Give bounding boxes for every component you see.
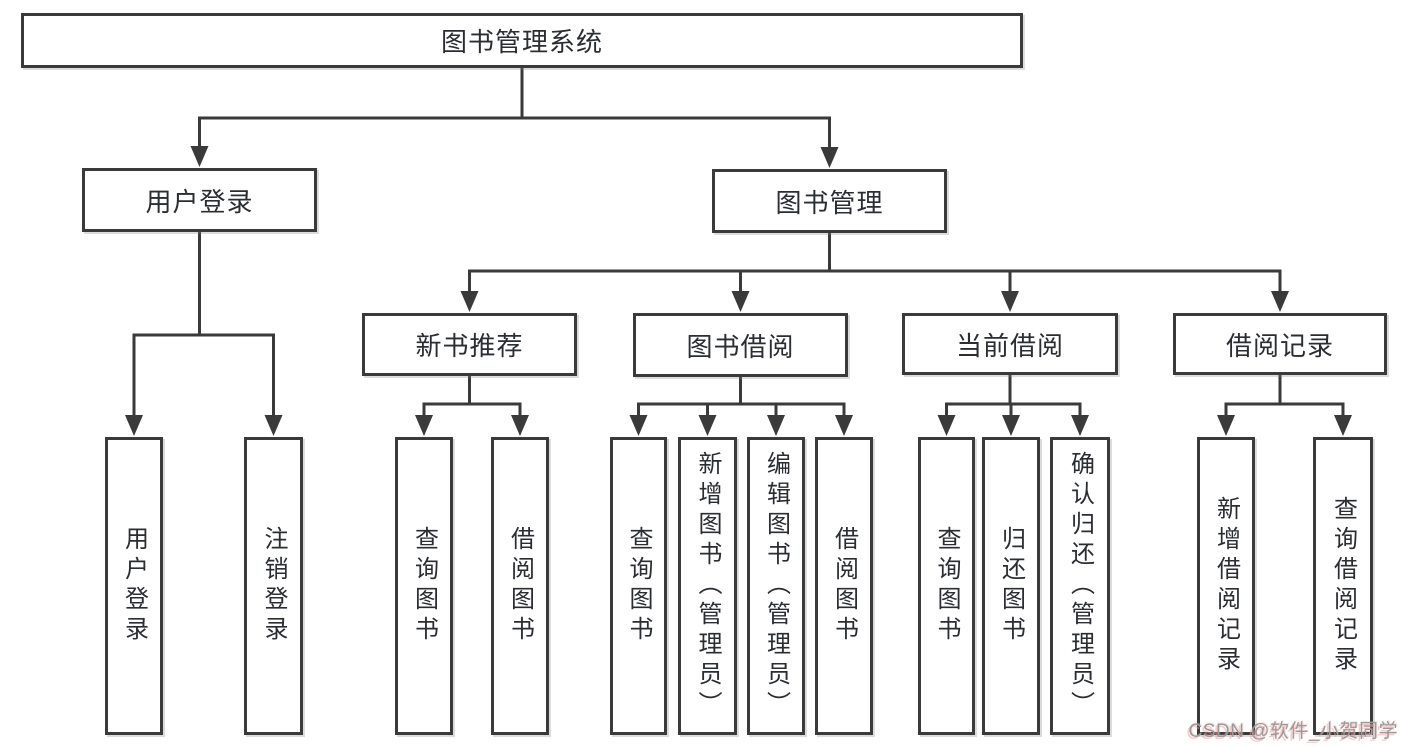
node-leaf-query-record: 查询借阅记录 (1313, 437, 1373, 735)
node-leaf-edit-book: 编辑图书（管理员） (747, 437, 805, 735)
node-leaf-borrow-book-2: 借阅图书 (815, 437, 873, 735)
node-new-book-rec: 新书推荐 (362, 313, 577, 376)
node-borrow-records: 借阅记录 (1173, 313, 1387, 375)
node-leaf-user-login: 用户登录 (105, 437, 163, 735)
node-book-borrow: 图书借阅 (633, 313, 848, 377)
csdn-watermark: CSDN @软件_小贺同学 (1188, 721, 1398, 742)
node-leaf-query-book-2: 查询图书 (610, 437, 667, 735)
node-leaf-confirm-return: 确认归还（管理员） (1050, 437, 1110, 735)
node-leaf-borrow-book-1: 借阅图书 (491, 437, 549, 735)
node-book-mgmt: 图书管理 (712, 169, 947, 233)
node-leaf-add-record: 新增借阅记录 (1197, 437, 1255, 735)
node-leaf-query-book-1: 查询图书 (395, 437, 453, 735)
node-root: 图书管理系统 (21, 13, 1023, 68)
node-leaf-add-book: 新增图书（管理员） (678, 437, 737, 735)
node-leaf-logout: 注销登录 (244, 437, 303, 735)
node-user-login: 用户登录 (82, 168, 317, 232)
node-current-borrow: 当前借阅 (902, 313, 1118, 375)
node-leaf-query-book-3: 查询图书 (918, 437, 975, 735)
node-leaf-return-book: 归还图书 (982, 437, 1040, 735)
